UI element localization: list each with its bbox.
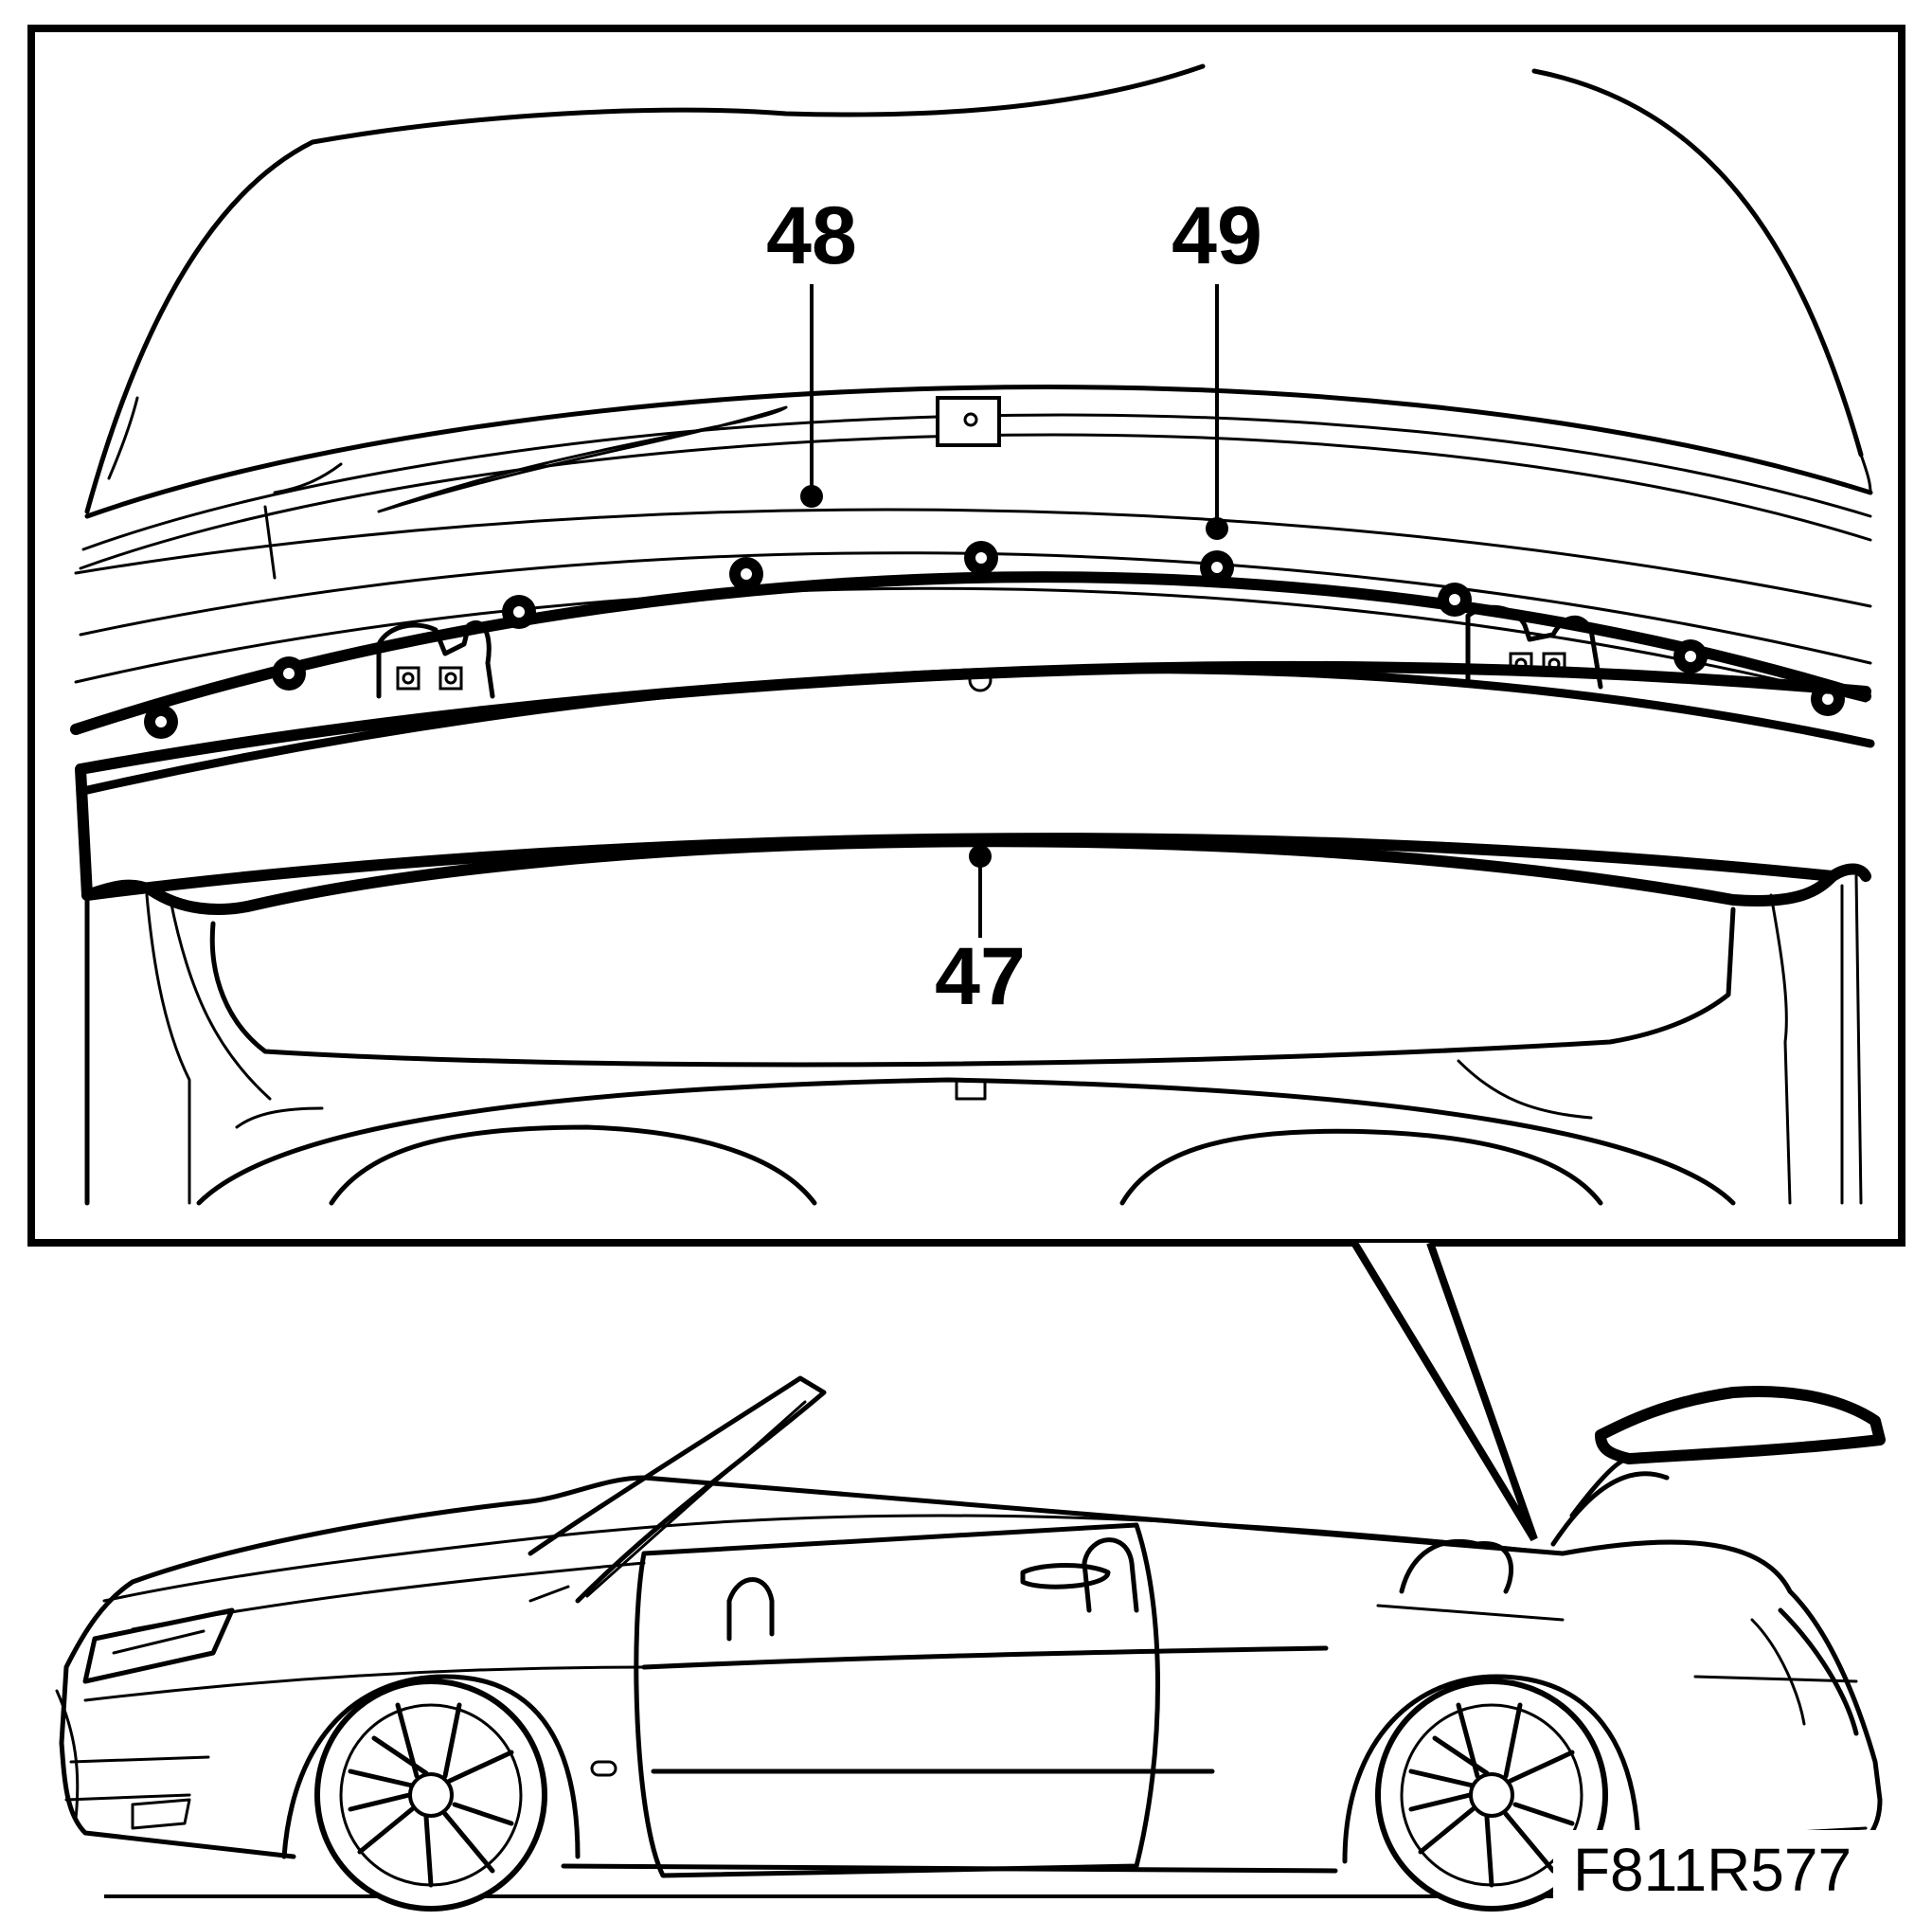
clip-4 bbox=[729, 557, 763, 591]
callout-47: 47 bbox=[935, 931, 1026, 1022]
detail-frame bbox=[27, 25, 1905, 1247]
rear-window-outline bbox=[84, 63, 1206, 514]
front-arch bbox=[281, 1674, 581, 1859]
rear-wheel bbox=[1375, 1679, 1608, 1912]
clip-7 bbox=[1438, 583, 1472, 617]
clip-2 bbox=[272, 656, 306, 691]
car-side-view bbox=[55, 1375, 1886, 1912]
clip-5 bbox=[964, 541, 998, 575]
trim-edge-heavy bbox=[70, 571, 1871, 735]
folded-top bbox=[1595, 1386, 1886, 1464]
seal-line bbox=[74, 508, 1872, 608]
upper-rail-1 bbox=[84, 385, 1873, 519]
clip-1 bbox=[144, 705, 178, 739]
clip-3 bbox=[502, 595, 536, 629]
headlight bbox=[82, 1607, 235, 1684]
callout-48: 48 bbox=[766, 190, 857, 281]
clip-6 bbox=[1200, 550, 1234, 584]
callout-49: 49 bbox=[1172, 190, 1262, 281]
rear-arch bbox=[1342, 1674, 1641, 1864]
door bbox=[634, 1522, 1160, 1878]
front-wheel bbox=[314, 1679, 547, 1912]
inset-pointer bbox=[1351, 1240, 1538, 1542]
left-hinge bbox=[376, 620, 495, 699]
front-seat bbox=[726, 1577, 775, 1642]
windshield bbox=[528, 1375, 827, 1604]
clip-8 bbox=[1673, 639, 1708, 673]
detail-inset: 48 49 47 bbox=[27, 25, 1905, 1247]
door-handle bbox=[1020, 1563, 1111, 1589]
rear-seat bbox=[1082, 1537, 1139, 1613]
figure-code: F811R577 bbox=[1573, 1836, 1852, 1904]
center-latch bbox=[936, 396, 1001, 447]
